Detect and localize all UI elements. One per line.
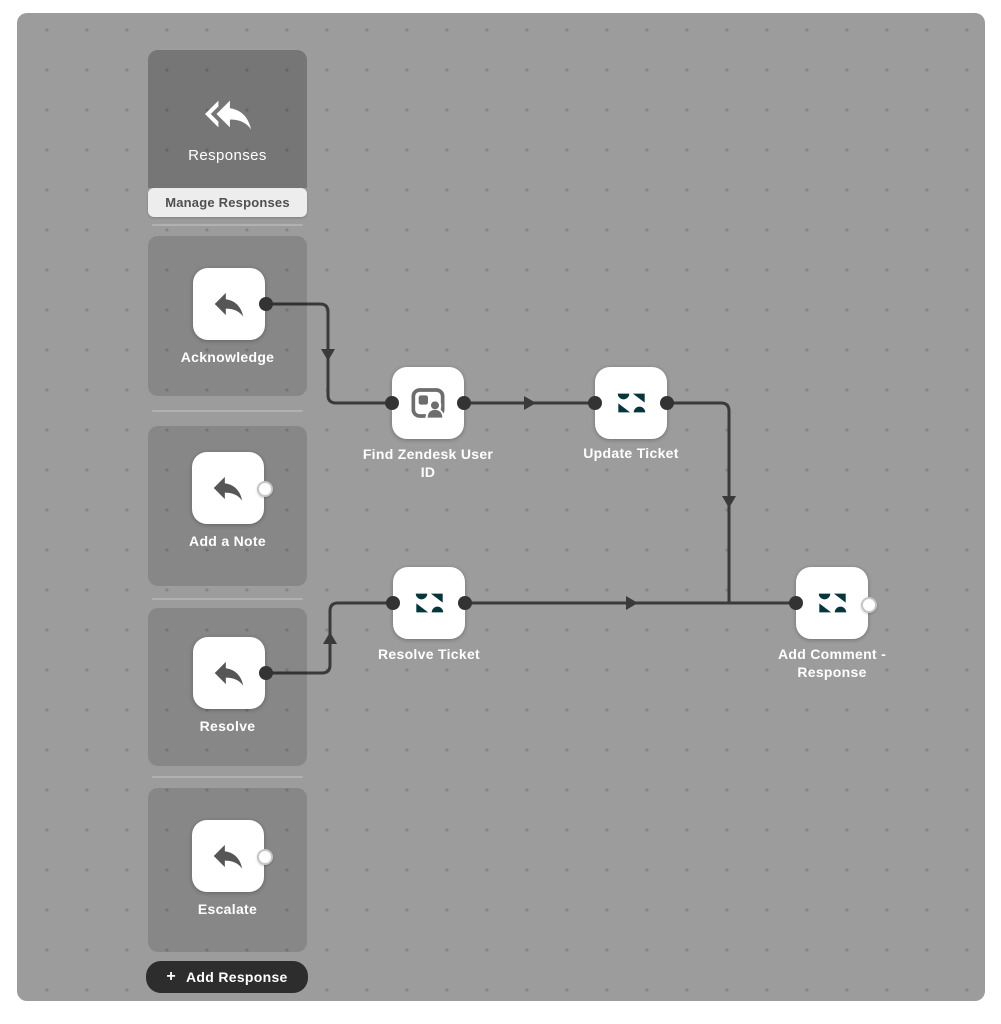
node-label: Resolve xyxy=(199,718,256,734)
node-resolve-ticket[interactable] xyxy=(393,567,465,639)
manage-responses-button[interactable]: Manage Responses xyxy=(148,188,307,217)
node-label: Resolve Ticket xyxy=(378,646,480,662)
group-separator xyxy=(152,410,303,412)
node-find-zendesk-user-id[interactable] xyxy=(392,367,464,439)
node-update-ticket[interactable] xyxy=(595,367,667,439)
group-separator xyxy=(152,598,303,600)
node-resolve[interactable] xyxy=(193,637,265,709)
node-add-comment-response[interactable] xyxy=(796,567,868,639)
output-port-acknowledge[interactable] xyxy=(259,297,273,311)
input-port-find-zendesk-user-id[interactable] xyxy=(385,396,399,410)
input-port-add-comment-response[interactable] xyxy=(789,596,803,610)
node-acknowledge[interactable] xyxy=(193,268,265,340)
reply-icon xyxy=(214,292,244,317)
output-port-add-a-note[interactable] xyxy=(257,481,273,497)
group-separator xyxy=(152,224,303,226)
node-label: Add Comment - Response xyxy=(777,646,887,680)
output-port-add-comment-response[interactable] xyxy=(861,597,877,613)
reply-icon xyxy=(213,476,243,501)
output-port-escalate[interactable] xyxy=(257,849,273,865)
node-label: Update Ticket xyxy=(583,445,679,461)
node-label: Add a Note xyxy=(189,533,266,549)
node-add-a-note[interactable] xyxy=(192,452,264,524)
zendesk-icon xyxy=(617,393,645,413)
reply-icon xyxy=(214,661,244,686)
workflow-canvas[interactable]: Responses Manage Responses Acknowledge A… xyxy=(17,13,985,1001)
input-port-update-ticket[interactable] xyxy=(588,396,602,410)
input-port-resolve-ticket[interactable] xyxy=(386,596,400,610)
output-port-resolve-ticket[interactable] xyxy=(458,596,472,610)
reply-icon xyxy=(213,844,243,869)
node-label: Find Zendesk User ID xyxy=(362,446,494,480)
contact-card-icon xyxy=(411,388,445,420)
plus-icon: + xyxy=(166,968,177,985)
zendesk-icon xyxy=(818,593,846,613)
node-label: Escalate xyxy=(197,901,258,917)
output-port-find-zendesk-user-id[interactable] xyxy=(457,396,471,410)
zendesk-icon xyxy=(415,593,443,613)
add-response-label: Add Response xyxy=(186,969,288,985)
node-label: Acknowledge xyxy=(180,349,275,365)
responses-panel-title: Responses xyxy=(188,147,267,164)
output-port-update-ticket[interactable] xyxy=(660,396,674,410)
add-response-button[interactable]: + Add Response xyxy=(146,961,308,993)
reply-all-icon xyxy=(205,100,251,130)
node-escalate[interactable] xyxy=(192,820,264,892)
output-port-resolve[interactable] xyxy=(259,666,273,680)
group-separator xyxy=(152,776,303,778)
